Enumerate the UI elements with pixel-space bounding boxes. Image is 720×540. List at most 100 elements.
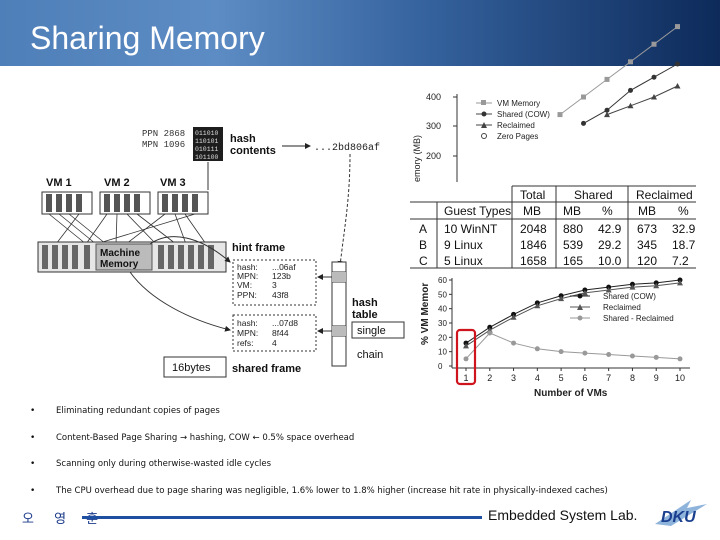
- bullet-list: • Eliminating redundant copies of pages •…: [30, 404, 690, 510]
- pct-legend: Shared (COW) Reclaimed Shared - Reclaime…: [570, 292, 674, 323]
- pct-y-tick: 10: [438, 348, 447, 357]
- bullet-dot-icon: •: [30, 459, 36, 469]
- table-cell-shared_pct: 29.2: [598, 238, 622, 252]
- lab-name: Embedded System Lab.: [488, 507, 638, 523]
- pct-y-tick: 40: [438, 305, 447, 314]
- vm3-memory: [157, 191, 209, 215]
- mapping-lines: [48, 213, 207, 245]
- table-cell-id: A: [419, 222, 427, 236]
- bullet-item: • Scanning only during otherwise-wasted i…: [30, 457, 690, 484]
- pct-point: [677, 356, 683, 362]
- th-shared-pct: %: [602, 204, 613, 218]
- pct-y-tick: 60: [438, 276, 447, 285]
- bullet-item: •The CPU overhead due to page sharing wa…: [30, 484, 690, 511]
- mem-point: [604, 76, 610, 82]
- mem-point: [651, 94, 657, 100]
- th-recl-mb: MB: [638, 204, 656, 218]
- mem-chart-ylabel: emory (MB): [412, 135, 422, 182]
- mem-tick-300: 300: [426, 121, 441, 131]
- footer-divider: [82, 516, 482, 519]
- table-cell-shared_pct: 10.0: [598, 254, 622, 268]
- bytes-box: [163, 356, 227, 378]
- legend-vm-memory: VM Memory: [497, 99, 540, 108]
- shared-k1: MPN:: [237, 328, 258, 338]
- pct-y-tick: 0: [438, 362, 443, 371]
- table-cell-total: 1846: [520, 238, 547, 252]
- table-cell-guest: 5 Linux: [444, 254, 483, 268]
- mem-point: [627, 102, 634, 109]
- ppn-text: PPN 2868: [142, 129, 185, 139]
- mem-point: [675, 61, 680, 67]
- bullet-item: •Content-Based Page Sharing → hashing, C…: [30, 431, 690, 458]
- vm1-label: VM 1: [46, 177, 72, 189]
- table-cell-recl_mb: 673: [637, 222, 657, 236]
- page-contents-box: [193, 127, 223, 161]
- table-cell-shared_mb: 165: [563, 254, 583, 268]
- hint-k1: MPN:: [237, 271, 258, 281]
- table-cell-recl_pct: 7.2: [672, 254, 689, 268]
- table-cell-recl_pct: 32.9: [672, 222, 696, 236]
- hash-label: hash: [230, 133, 256, 145]
- mem-point: [674, 83, 681, 89]
- legend-shared-cow: Shared (COW): [497, 110, 550, 119]
- shared-frame-label: shared frame: [232, 363, 301, 375]
- dku-logo: DKU: [655, 500, 707, 526]
- hash-table-label: hash: [352, 297, 378, 309]
- pct-point: [463, 356, 469, 362]
- pct-x-tick: 9: [654, 373, 659, 383]
- shared-frame-box: [232, 314, 317, 352]
- mem-tick-200: 200: [426, 151, 441, 161]
- pct-point: [487, 330, 493, 336]
- chain-label: chain: [357, 349, 383, 361]
- mem-point: [651, 41, 657, 47]
- hash-table: [331, 261, 347, 367]
- hint-frame-box: [232, 259, 317, 306]
- vm1-memory: [41, 191, 93, 215]
- pct-point: [629, 284, 636, 290]
- th-shared: Shared: [574, 188, 613, 202]
- table-cell-guest: 9 Linux: [444, 238, 483, 252]
- hint-k2: VM:: [237, 280, 252, 290]
- pct-x-tick: 4: [535, 373, 540, 383]
- pct-point: [534, 302, 541, 309]
- shared-v1: 8f44: [272, 328, 289, 338]
- hint-v2: 3: [272, 280, 277, 290]
- bits-1: 110101: [195, 138, 219, 145]
- bytes-label: 16bytes: [172, 362, 211, 374]
- mem-tick-400: 400: [426, 92, 441, 102]
- pct-x-tick: 10: [675, 373, 685, 383]
- pct-x-tick: 3: [511, 373, 516, 383]
- mem-point: [604, 107, 610, 113]
- bullet-text: Scanning only during otherwise-wasted id…: [56, 459, 272, 469]
- sharing-table: Total Shared Reclaimed Guest Types MB MB…: [410, 184, 696, 270]
- pct-point: [653, 282, 660, 289]
- table-cell-recl_mb: 120: [637, 254, 657, 268]
- mem-point: [581, 94, 586, 100]
- hint-frame-label: hint frame: [232, 242, 285, 254]
- pct-point: [605, 287, 612, 293]
- bullet-dot-icon: •: [30, 485, 36, 496]
- mem-point: [651, 74, 657, 80]
- pct-point: [558, 295, 565, 302]
- bullet-text: Eliminating redundant copies of pages: [56, 406, 220, 416]
- highlight-box: [455, 328, 477, 386]
- table-cell-shared_pct: 42.9: [598, 222, 622, 236]
- mpn-text: MPN 1096: [142, 140, 185, 150]
- table-label: table: [352, 309, 378, 321]
- pct-point: [606, 352, 612, 358]
- pct-point: [510, 314, 517, 320]
- author-name: 오 영 훈: [22, 512, 107, 527]
- hint-v0: ...06af: [272, 262, 296, 272]
- bits-3: 101100: [195, 154, 219, 161]
- table-cell-shared_mb: 880: [563, 222, 583, 236]
- hash-value: ...2bd806af: [314, 142, 380, 154]
- legend-reclaimed: Reclaimed: [497, 121, 535, 130]
- th-shared-mb: MB: [563, 204, 581, 218]
- shared-v0: ...07d8: [272, 318, 298, 328]
- single-box: [351, 321, 405, 339]
- mem-point: [675, 24, 680, 30]
- bits-0: 011010: [195, 130, 219, 137]
- table-cell-id: C: [419, 254, 428, 268]
- pct-x-tick: 6: [582, 373, 587, 383]
- mem-series-line: [559, 26, 678, 116]
